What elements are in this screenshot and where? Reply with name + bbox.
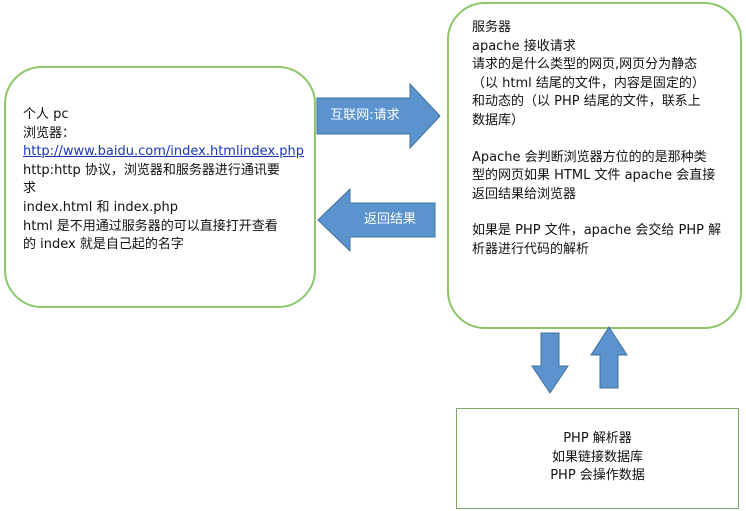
php-handoff-text-cont: 析器进行代码的解析 — [472, 241, 590, 257]
dynamic-page-text: 和动态的（以 PHP 结尾的文件，联系上 — [472, 94, 701, 110]
php-parser-title: PHP 解析器 — [563, 431, 632, 446]
return-arrow — [317, 187, 436, 253]
index-note-text: 的 index 就是自己起的名字 — [23, 237, 184, 253]
request-arrow — [316, 82, 441, 150]
html-note-text: html 是不用通过服务器的可以直接打开查看 — [23, 218, 278, 234]
static-page-text: （以 html 结尾的文件，内容是固定的） — [472, 75, 705, 91]
database-text: 数据库） — [472, 112, 525, 128]
down-arrow — [531, 332, 569, 394]
php-parser-box — [456, 408, 739, 509]
php-handoff-text: 如果是 PHP 文件，apache 会交给 PHP 解 — [472, 223, 722, 239]
example-url-link[interactable]: http://www.baidu.com/index.htmlindex.php — [23, 144, 305, 160]
server-box — [447, 2, 742, 329]
html-return-text: 型的网页如果 HTML 文件 apache 会直接 — [472, 168, 716, 184]
php-db-operate-text: PHP 会操作数据 — [550, 468, 645, 484]
up-arrow — [590, 326, 628, 389]
php-db-connect-text: 如果链接数据库 — [551, 449, 643, 465]
page-type-text: 请求的是什么类型的网页,网页分为静态 — [472, 57, 698, 73]
browser-label: 浏览器： — [23, 125, 76, 141]
client-pc-box — [4, 66, 316, 308]
apache-judge-text: Apache 会判断浏览器方位的的是那种类 — [472, 149, 707, 165]
html-return-text-cont: 返回结果给浏览器 — [472, 186, 577, 202]
client-pc-text: 个人 pc 浏览器： http://www.baidu.com/index.ht… — [23, 106, 309, 255]
pc-title: 个人 pc — [23, 107, 69, 122]
http-protocol-text: http:http 协议，浏览器和服务器进行通讯要 — [23, 162, 280, 178]
request-arrow-label: 互联网:请求 — [330, 108, 400, 123]
php-parser-text: PHP 解析器 如果链接数据库 PHP 会操作数据 — [456, 430, 739, 486]
file-names-text: index.html 和 index.php — [23, 199, 179, 215]
server-text: 服务器 apache 接收请求 请求的是什么类型的网页,网页分为静态 （以 ht… — [472, 19, 734, 260]
return-arrow-label: 返回结果 — [363, 212, 416, 227]
apache-receive-text: apache 接收请求 — [472, 38, 576, 54]
http-protocol-text-cont: 求 — [23, 181, 37, 197]
server-title: 服务器 — [472, 20, 512, 35]
